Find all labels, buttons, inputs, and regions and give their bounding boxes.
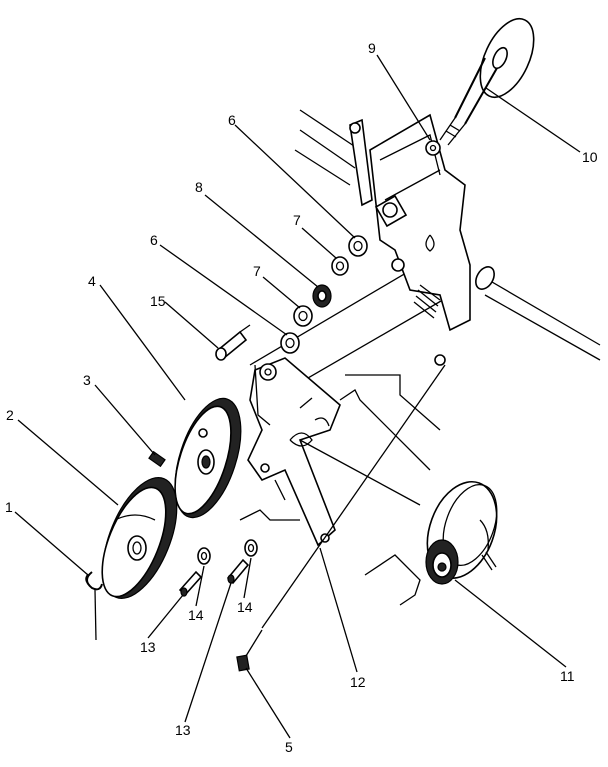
callout-8: 8 <box>195 179 203 195</box>
spring-part-8 <box>312 284 332 308</box>
callout-13-left: 13 <box>140 639 156 655</box>
spacer-part-7-upper <box>331 256 349 276</box>
spacer-part-6-upper <box>348 235 368 257</box>
callout-6-upper: 6 <box>228 112 236 128</box>
pin-part-15 <box>215 324 251 361</box>
washer-part-14-right <box>244 539 258 557</box>
assembly-guide-lines <box>94 364 446 641</box>
mounting-plate-part-12 <box>247 357 341 547</box>
callout-5: 5 <box>285 739 293 755</box>
leader-lines <box>14 54 581 739</box>
callout-2: 2 <box>6 407 14 423</box>
callout-4: 4 <box>88 273 96 289</box>
callout-15: 15 <box>150 293 166 309</box>
callout-11: 11 <box>560 668 575 684</box>
screw-part-13-left <box>178 570 203 597</box>
gear-part-4 <box>174 397 242 519</box>
callout-1: 1 <box>5 499 13 515</box>
frame-bracket-assembly <box>349 113 495 366</box>
callout-labels: 1 2 3 4 5 6 6 7 7 8 9 10 11 12 13 13 14 … <box>5 40 598 755</box>
callout-6-lower: 6 <box>150 232 158 248</box>
key-part-3 <box>148 450 166 468</box>
spacer-part-7-lower <box>293 305 313 327</box>
spacer-part-6-lower <box>280 332 300 354</box>
flanged-shaft-part-10 <box>439 18 535 146</box>
screw-part-13-right <box>226 558 250 585</box>
callout-10: 10 <box>582 149 598 165</box>
callout-13-right: 13 <box>175 722 191 738</box>
washer-part-14-left <box>197 547 211 565</box>
callout-3: 3 <box>83 372 91 388</box>
callout-14-right: 14 <box>237 599 253 615</box>
callout-9: 9 <box>368 40 376 56</box>
washer-part-9 <box>425 140 441 156</box>
callout-7-lower: 7 <box>253 263 261 279</box>
motor-part-11 <box>425 480 498 585</box>
gear-part-2 <box>101 477 178 599</box>
callout-7-upper: 7 <box>293 212 301 228</box>
callout-12: 12 <box>350 674 366 690</box>
screw-part-5 <box>236 629 263 672</box>
callout-14-left: 14 <box>188 607 204 623</box>
